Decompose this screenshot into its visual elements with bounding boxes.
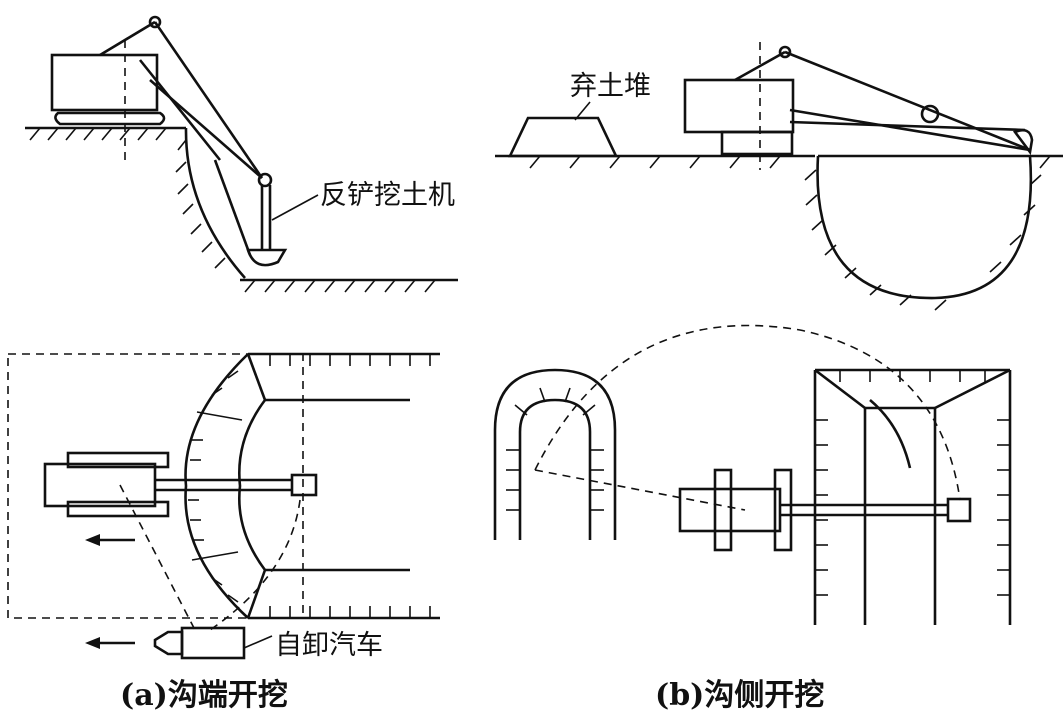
- caption-a: (a)沟端开挖: [120, 678, 288, 713]
- excavator-icon: [683, 42, 1034, 170]
- movement-arrow-icon: [85, 637, 135, 649]
- dump-truck-label: 自卸汽车: [275, 630, 383, 661]
- caption-b: (b)沟侧开挖: [655, 678, 824, 713]
- end-excavation-elevation: 反铲挖土机: [25, 15, 458, 293]
- side-excavation-plan: [493, 324, 1012, 625]
- excavator-icon: [43, 451, 318, 518]
- excavator-icon: [678, 468, 972, 552]
- dump-truck-icon: [153, 626, 246, 660]
- side-excavation-elevation: 弃土堆: [495, 42, 1063, 311]
- end-excavation-plan: 自卸汽车: [7, 352, 440, 661]
- movement-arrow-icon: [85, 534, 135, 546]
- spoil-heap-icon: [507, 116, 619, 158]
- excavator-icon: [50, 15, 288, 267]
- excavator-label: 反铲挖土机: [320, 180, 455, 211]
- spoil-heap-label: 弃土堆: [570, 71, 651, 102]
